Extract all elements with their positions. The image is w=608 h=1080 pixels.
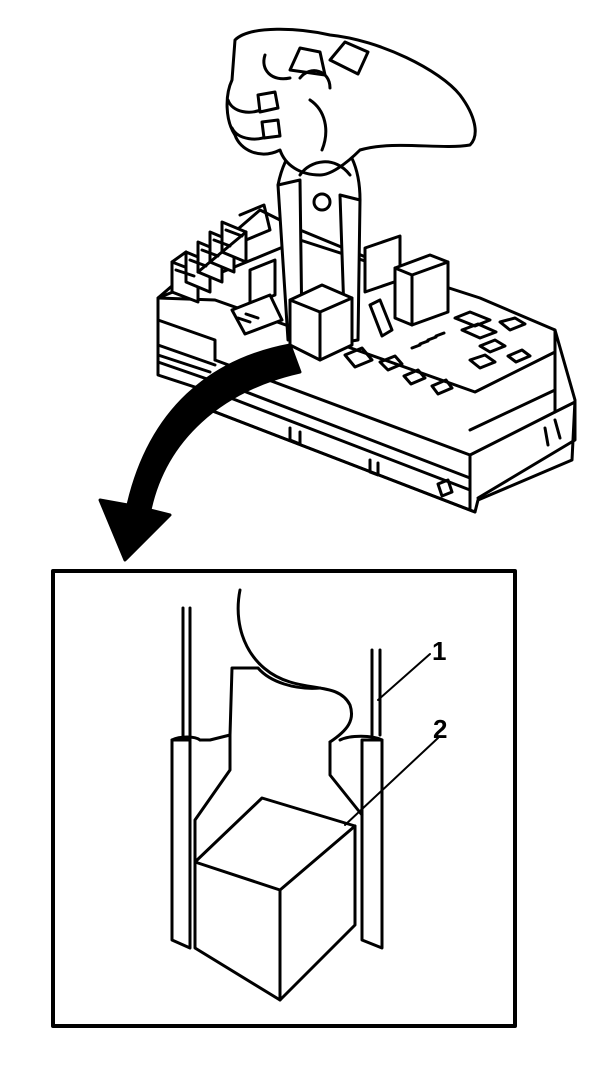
relay: [195, 798, 355, 1000]
relay-puller-tool-upper: [278, 134, 360, 360]
relay-puller-tool: [172, 590, 382, 948]
hand-icon: [227, 29, 475, 175]
arrow-icon: [100, 345, 300, 560]
callout-leader-2: [345, 738, 438, 825]
callout-label-1: 1: [432, 636, 446, 666]
relay-group: [232, 236, 530, 394]
callout-label-2: 2: [433, 714, 447, 744]
fuse-row: [172, 205, 270, 302]
callout-leader-1: [378, 654, 430, 700]
